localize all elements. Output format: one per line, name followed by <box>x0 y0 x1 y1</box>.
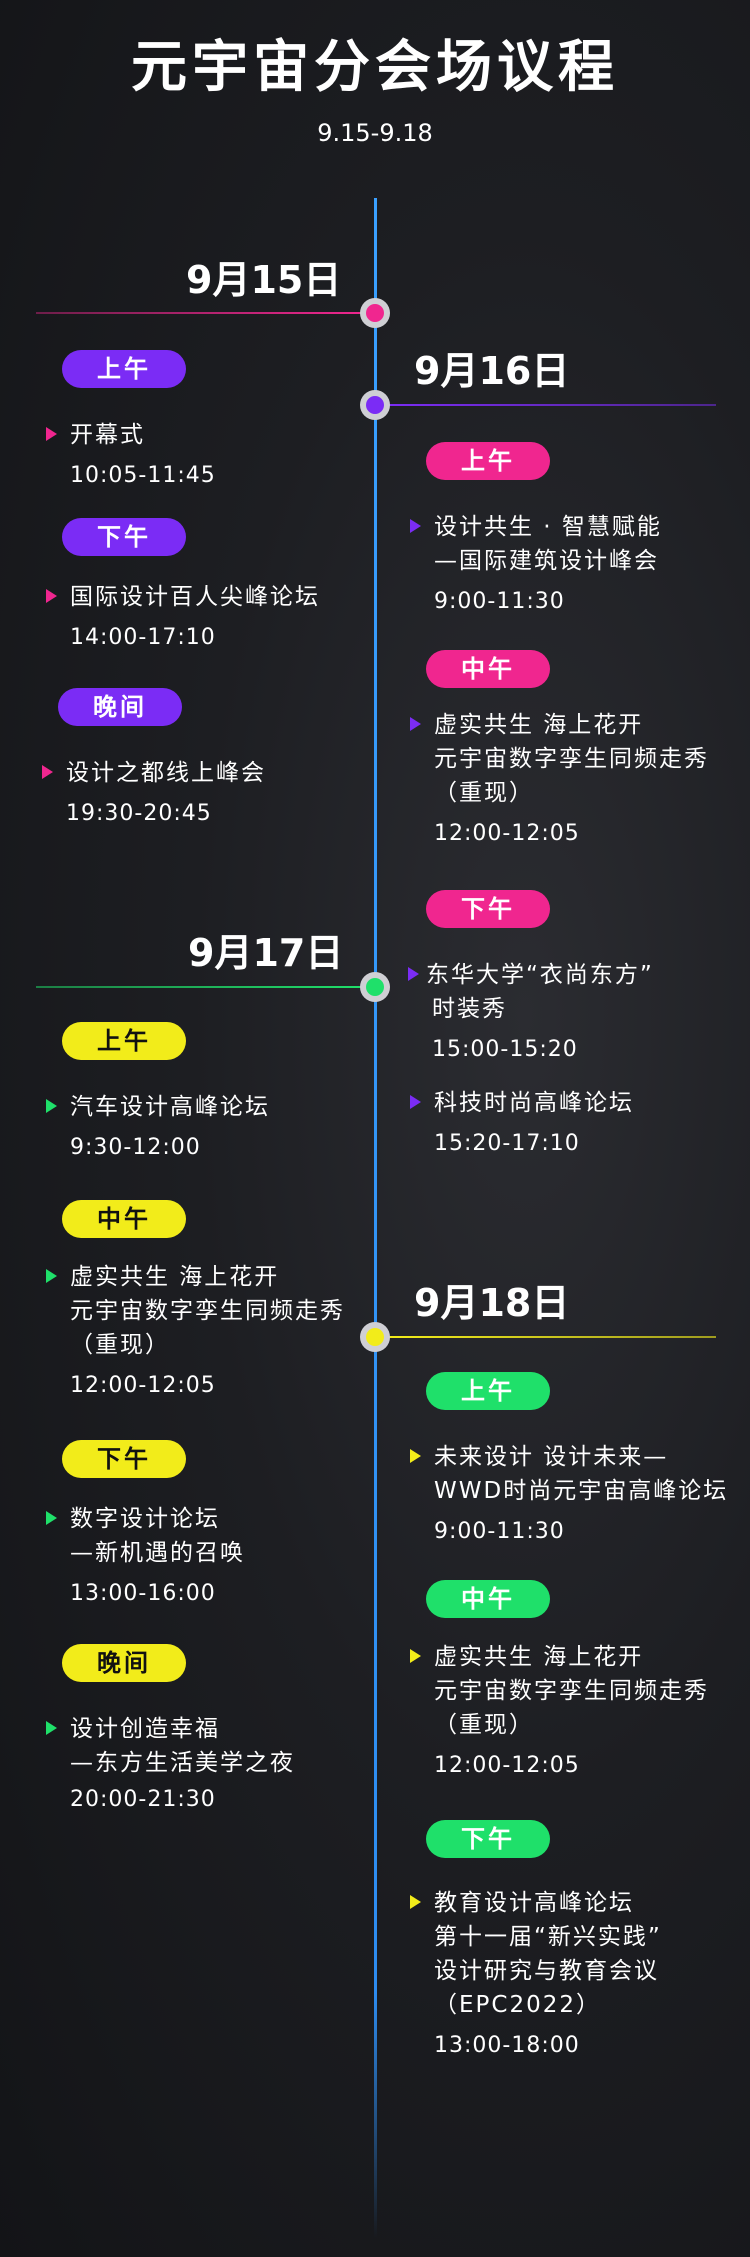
event-subtitle: —国际建筑设计峰会 <box>434 548 659 574</box>
triangle-bullet-icon <box>410 1449 421 1463</box>
event-subtitle: —新机遇的召唤 <box>70 1540 245 1566</box>
page-title: 元宇宙分会场议程 <box>131 35 619 100</box>
event-0917-aesthetics-night: 设计创造幸福 —东方生活美学之夜 20:00-21:30 <box>46 1712 295 1816</box>
event-time: 10:05-11:45 <box>70 463 216 488</box>
event-time: 13:00-18:00 <box>434 2033 580 2058</box>
event-subtitle: 元宇宙数字孪生同频走秀 <box>70 1298 345 1324</box>
date-rule-0918 <box>388 1336 716 1338</box>
triangle-bullet-icon <box>410 1095 421 1109</box>
event-0917-digital-forum: 数字设计论坛 —新机遇的召唤 13:00-16:00 <box>46 1502 245 1610</box>
event-time: 9:00-11:30 <box>434 589 565 614</box>
session-pill-0915-evening: 晚间 <box>58 688 182 726</box>
event-time: 14:00-17:10 <box>70 625 216 650</box>
event-time: 15:20-17:10 <box>434 1131 580 1156</box>
session-pill-0916-noon: 中午 <box>426 650 550 688</box>
event-time: 13:00-16:00 <box>70 1581 216 1606</box>
event-0917-auto-forum: 汽车设计高峰论坛 9:30-12:00 <box>46 1090 270 1164</box>
session-pill-0918-morning: 上午 <box>426 1372 550 1410</box>
event-0918-fashion-show: 虚实共生 海上花开 元宇宙数字孪生同频走秀 （重现） 12:00-12:05 <box>410 1640 709 1782</box>
event-0916-donghua-show: 东华大学“衣尚东方” 时装秀 15:00-15:20 <box>408 958 654 1066</box>
event-title: 科技时尚高峰论坛 <box>434 1090 634 1116</box>
triangle-bullet-icon <box>410 1895 421 1909</box>
event-time: 20:00-21:30 <box>70 1787 216 1812</box>
session-pill-0917-morning: 上午 <box>62 1022 186 1060</box>
event-0915-forum: 国际设计百人尖峰论坛 14:00-17:10 <box>46 580 320 654</box>
date-heading-0915: 9月15日 <box>186 258 342 302</box>
event-0916-fashion-show: 虚实共生 海上花开 元宇宙数字孪生同频走秀 （重现） 12:00-12:05 <box>410 708 709 850</box>
event-time: 15:00-15:20 <box>432 1037 578 1062</box>
event-title: 虚实共生 海上花开 <box>434 1644 644 1670</box>
event-subtitle: —东方生活美学之夜 <box>70 1750 295 1776</box>
event-title: 设计共生 · 智慧赋能 <box>434 514 662 540</box>
event-title: 虚实共生 海上花开 <box>70 1264 280 1290</box>
date-rule-0917 <box>36 986 366 988</box>
event-note: （重现） <box>434 780 534 806</box>
event-title: 国际设计百人尖峰论坛 <box>70 584 320 610</box>
session-pill-0916-afternoon: 下午 <box>426 890 550 928</box>
triangle-bullet-icon <box>410 717 421 731</box>
event-time: 12:00-12:05 <box>434 821 580 846</box>
event-time: 9:30-12:00 <box>70 1135 201 1160</box>
date-heading-0918: 9月18日 <box>414 1281 570 1325</box>
session-pill-0917-afternoon: 下午 <box>62 1440 186 1478</box>
triangle-bullet-icon <box>46 1511 57 1525</box>
session-pill-0915-afternoon: 下午 <box>62 518 186 556</box>
event-0917-fashion-show: 虚实共生 海上花开 元宇宙数字孪生同频走秀 （重现） 12:00-12:05 <box>46 1260 345 1402</box>
session-pill-0917-noon: 中午 <box>62 1200 186 1238</box>
event-title: 东华大学“衣尚东方” <box>426 962 654 988</box>
event-title: 汽车设计高峰论坛 <box>70 1094 270 1120</box>
event-title: 数字设计论坛 <box>70 1506 220 1532</box>
event-time: 12:00-12:05 <box>434 1753 580 1778</box>
event-subtitle: 元宇宙数字孪生同频走秀 <box>434 1678 709 1704</box>
event-subtitle: 元宇宙数字孪生同频走秀 <box>434 746 709 772</box>
event-0918-wwd-forum: 未来设计 设计未来— WWD时尚元宇宙高峰论坛 9:00-11:30 <box>410 1440 728 1548</box>
triangle-bullet-icon <box>46 1099 57 1113</box>
triangle-bullet-icon <box>408 967 419 981</box>
timeline-dot-0917 <box>360 972 390 1002</box>
event-0915-summit: 设计之都线上峰会 19:30-20:45 <box>42 756 266 830</box>
date-heading-0916: 9月16日 <box>414 349 570 393</box>
session-pill-0916-morning: 上午 <box>426 442 550 480</box>
triangle-bullet-icon <box>46 427 57 441</box>
session-pill-0918-noon: 中午 <box>426 1580 550 1618</box>
timeline-dot-0916 <box>360 390 390 420</box>
timeline-dot-0918 <box>360 1322 390 1352</box>
event-time: 12:00-12:05 <box>70 1373 216 1398</box>
event-subtitle-2: 设计研究与教育会议 <box>434 1958 659 1984</box>
event-subtitle: 时装秀 <box>432 996 507 1022</box>
date-range: 9.15-9.18 <box>317 119 433 147</box>
event-subtitle: WWD时尚元宇宙高峰论坛 <box>434 1478 729 1504</box>
triangle-bullet-icon <box>46 589 57 603</box>
triangle-bullet-icon <box>410 519 421 533</box>
event-title: 虚实共生 海上花开 <box>434 712 644 738</box>
triangle-bullet-icon <box>42 765 53 779</box>
event-0915-opening: 开幕式 10:05-11:45 <box>46 418 216 492</box>
triangle-bullet-icon <box>46 1269 57 1283</box>
timeline-dot-0915 <box>360 298 390 328</box>
event-note: （重现） <box>434 1712 534 1738</box>
timeline-axis <box>374 198 377 2238</box>
event-0916-tech-fashion: 科技时尚高峰论坛 15:20-17:10 <box>410 1086 634 1160</box>
event-time: 9:00-11:30 <box>434 1519 565 1544</box>
date-rule-0915 <box>36 312 366 314</box>
event-time: 19:30-20:45 <box>66 801 212 826</box>
event-title: 教育设计高峰论坛 <box>434 1890 634 1916</box>
session-pill-0917-evening: 晚间 <box>62 1644 186 1682</box>
event-subtitle: 第十一届“新兴实践” <box>434 1924 662 1950</box>
event-title: 开幕式 <box>70 422 145 448</box>
event-0916-architecture: 设计共生 · 智慧赋能 —国际建筑设计峰会 9:00-11:30 <box>410 510 662 618</box>
session-pill-0918-afternoon: 下午 <box>426 1820 550 1858</box>
date-heading-0917: 9月17日 <box>188 931 344 975</box>
event-title: 设计创造幸福 <box>70 1716 220 1742</box>
session-pill-0915-morning: 上午 <box>62 350 186 388</box>
triangle-bullet-icon <box>410 1649 421 1663</box>
event-0918-education-forum: 教育设计高峰论坛 第十一届“新兴实践” 设计研究与教育会议 （EPC2022） … <box>410 1886 662 2062</box>
date-rule-0916 <box>388 404 716 406</box>
event-note: （重现） <box>70 1332 170 1358</box>
event-note: （EPC2022） <box>434 1992 601 2018</box>
triangle-bullet-icon <box>46 1721 57 1735</box>
event-title: 未来设计 设计未来— <box>434 1444 669 1470</box>
event-title: 设计之都线上峰会 <box>66 760 266 786</box>
